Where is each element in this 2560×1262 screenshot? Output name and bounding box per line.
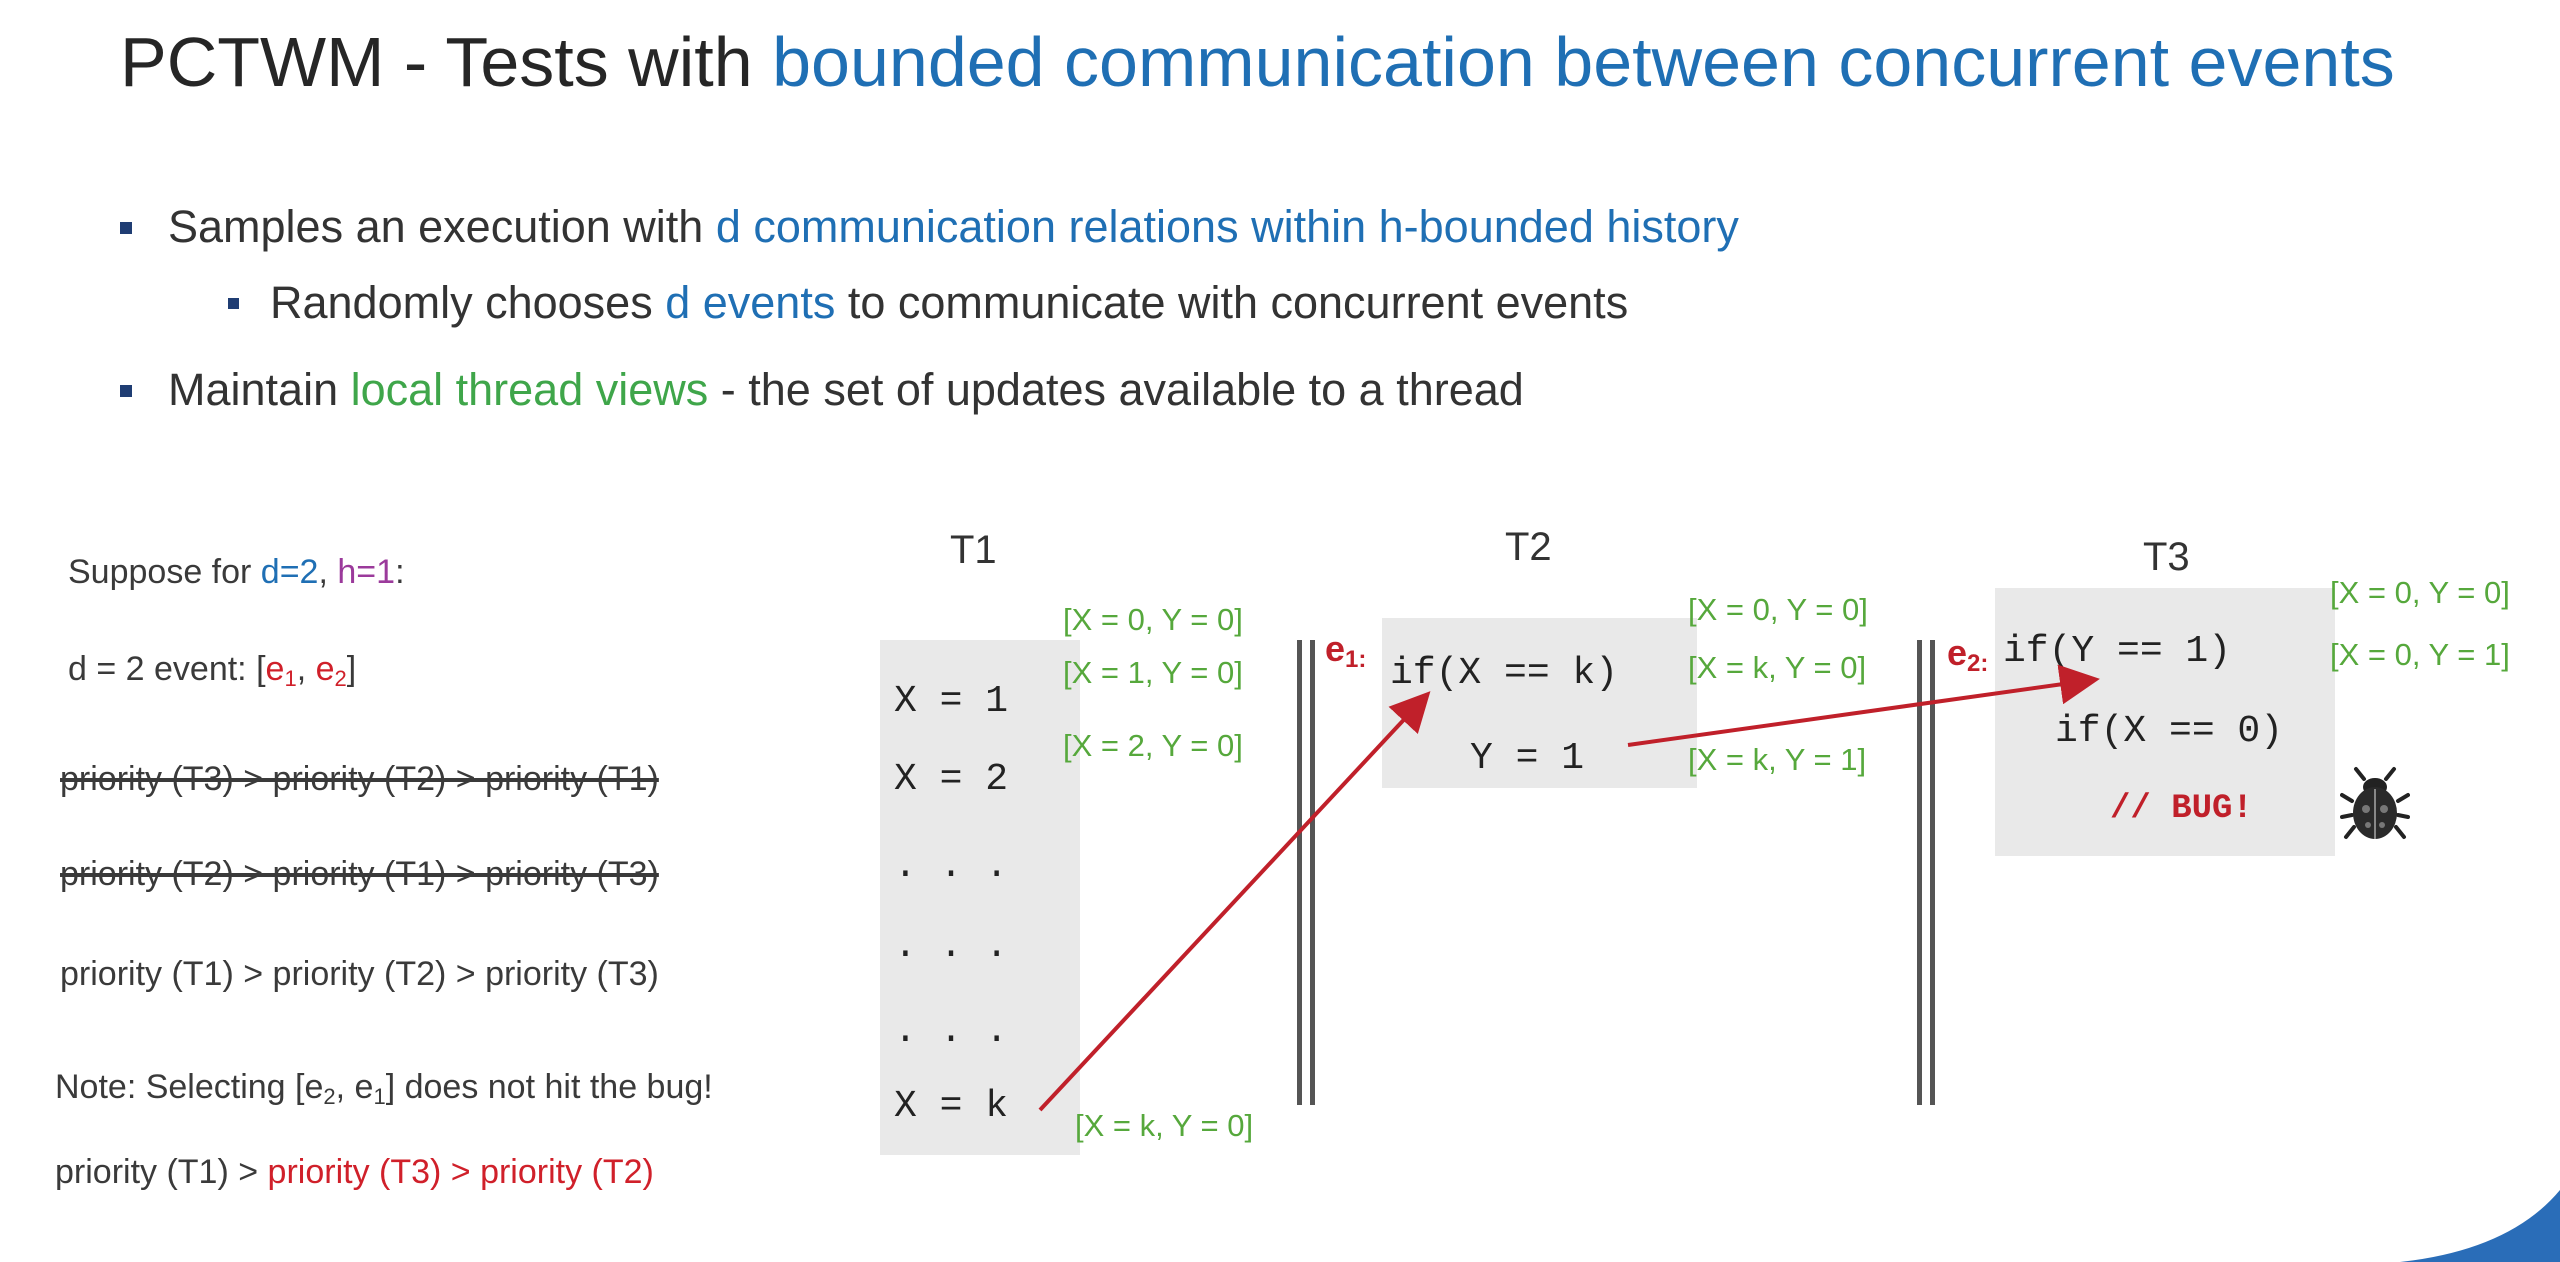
slide-title: PCTWM - Tests with bounded communication… xyxy=(120,22,2395,102)
separator-t1-t2-b xyxy=(1310,640,1315,1105)
suppose-h: h=1 xyxy=(337,553,396,591)
t2-view-3: [X = k, Y = 1] xyxy=(1688,742,1867,777)
d-event-e2-letter: e xyxy=(315,650,335,688)
bullet-marker-1 xyxy=(120,222,132,234)
priority-line-3: priority (T1) > priority (T2) > priority… xyxy=(60,955,659,993)
d-event-e2: e2 xyxy=(315,650,347,691)
t1-code-line-5: . . . xyxy=(894,1010,1009,1053)
suppose-suffix: : xyxy=(395,553,405,591)
bullet-2-text-a: Randomly chooses xyxy=(270,277,666,328)
priority-4-red: priority (T3) > priority (T2) xyxy=(267,1153,654,1191)
bug-icon xyxy=(2340,767,2410,839)
separator-t2-t3-b xyxy=(1930,640,1935,1105)
note-sub-1: 2 xyxy=(323,1084,336,1109)
t1-code-line-3: . . . xyxy=(894,845,1009,888)
title-prefix: PCTWM - Tests with xyxy=(120,23,773,101)
t3-view-1: [X = 0, Y = 0] xyxy=(2330,575,2510,610)
bullet-2: Randomly chooses d events to communicate… xyxy=(270,277,1628,329)
t2-code-line-2: Y = 1 xyxy=(1470,737,1585,780)
t2-view-1: [X = 0, Y = 0] xyxy=(1688,592,1868,627)
t3-event-letter: e xyxy=(1947,632,1968,673)
note-prefix: Note: Selecting [e xyxy=(55,1068,324,1106)
thread-label-t1: T1 xyxy=(950,528,997,572)
t3-code-line-1: if(Y == 1) xyxy=(2003,630,2232,673)
thread-t1-box xyxy=(880,640,1080,1155)
t1-view-3: [X = 2, Y = 0] xyxy=(1063,728,1243,763)
t1-code-line-1: X = 1 xyxy=(894,680,1009,723)
note-suffix: ] does not hit the bug! xyxy=(385,1068,713,1106)
t1-view-1: [X = 0, Y = 0] xyxy=(1063,602,1243,637)
arrow-e2 xyxy=(1627,664,2100,747)
d-event-line: d = 2 event: [e1, e2] xyxy=(68,650,356,692)
d-event-prefix: d = 2 event: [ xyxy=(68,650,266,688)
corner-swoosh xyxy=(2400,1190,2560,1262)
t2-view-2: [X = k, Y = 0] xyxy=(1688,650,1867,685)
priority-struck-2: priority (T2) > priority (T1) > priority… xyxy=(60,855,659,893)
bullet-1-highlight-b: within h-bounded history xyxy=(1251,201,1739,252)
t3-event-label: e2: xyxy=(1947,632,1988,678)
t2-event-label: e1: xyxy=(1325,628,1366,674)
t1-code-line-2: X = 2 xyxy=(894,758,1009,801)
d-event-e2-sub: 2 xyxy=(334,666,347,691)
t1-code-line-6: X = k xyxy=(894,1085,1009,1128)
thread-label-t2: T2 xyxy=(1505,525,1552,569)
bullet-2-text-b: to communicate with concurrent events xyxy=(835,277,1629,328)
suppose-line: Suppose for d=2, h=1: xyxy=(68,553,405,592)
t3-code-line-2: if(X == 0) xyxy=(2055,710,2284,753)
t3-view-2: [X = 0, Y = 1] xyxy=(2330,637,2510,672)
separator-t2-t3-a xyxy=(1917,640,1922,1105)
suppose-d: d=2 xyxy=(260,553,319,591)
d-event-e1-letter: e xyxy=(265,650,285,688)
d-event-suffix: ] xyxy=(346,650,357,688)
t3-code-line-3: // BUG! xyxy=(2110,790,2253,828)
thread-t2-box xyxy=(1382,618,1697,788)
bullet-2-highlight: d events xyxy=(665,277,836,328)
priority-4-prefix: priority (T1) > xyxy=(55,1153,268,1191)
t2-code-line-1: if(X == k) xyxy=(1390,652,1619,695)
thread-t3-box xyxy=(1995,588,2335,856)
bullet-marker-2 xyxy=(228,298,239,309)
thread-label-t3: T3 xyxy=(2143,535,2190,579)
arrow-e1 xyxy=(1038,691,1431,1112)
t2-event-sub: 1: xyxy=(1345,646,1367,673)
bullet-3-highlight: local thread views xyxy=(350,364,709,415)
note-sub-2: 1 xyxy=(373,1084,386,1109)
t2-event-letter: e xyxy=(1325,628,1346,669)
bullet-1-highlight-a: d communication relations xyxy=(715,201,1239,252)
suppose-prefix: Suppose for xyxy=(68,553,261,591)
note-line: Note: Selecting [e2, e1] does not hit th… xyxy=(55,1068,713,1110)
separator-t1-t2-a xyxy=(1297,640,1302,1105)
bullet-marker-3 xyxy=(120,385,132,397)
bullet-3-text-a: Maintain xyxy=(168,364,351,415)
bullet-3: Maintain local thread views - the set of… xyxy=(120,364,1524,416)
d-event-e1-sub: 1 xyxy=(284,666,297,691)
suppose-sep: , xyxy=(318,553,338,591)
t1-view-4: [X = k, Y = 0] xyxy=(1075,1108,1254,1143)
bullet-3-text-b: - the set of updates available to a thre… xyxy=(708,364,1524,415)
bullet-1: Samples an execution with d communicatio… xyxy=(120,201,1739,253)
priority-struck-1: priority (T3) > priority (T2) > priority… xyxy=(60,760,659,798)
d-event-comma: , xyxy=(296,650,316,688)
title-highlight: bounded communication between concurrent… xyxy=(772,23,2395,101)
note-mid: , e xyxy=(335,1068,374,1106)
t1-view-2: [X = 1, Y = 0] xyxy=(1063,655,1243,690)
bullet-1-text-a: Samples an execution with xyxy=(168,201,716,252)
t1-code-line-4: . . . xyxy=(894,925,1009,968)
d-event-e1: e1 xyxy=(265,650,297,691)
t3-event-sub: 2: xyxy=(1967,650,1989,677)
priority-line-4: priority (T1) > priority (T3) > priority… xyxy=(55,1153,654,1192)
